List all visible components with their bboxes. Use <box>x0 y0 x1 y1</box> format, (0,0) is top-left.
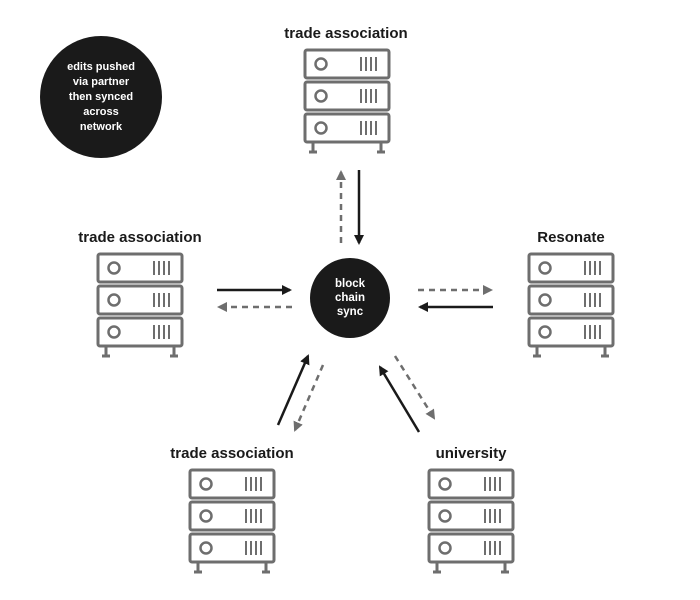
note-line-2: via partner <box>73 76 130 88</box>
node-bottom-left-label: trade association <box>170 445 293 462</box>
note-line-5: network <box>80 121 123 133</box>
node-left-label: trade association <box>78 229 201 246</box>
node-right-label: Resonate <box>537 229 605 246</box>
server-icon <box>427 468 515 574</box>
hub-line-2: chain <box>335 292 365 304</box>
node-top: trade association <box>284 25 408 154</box>
note-bubble: edits pushed via partner then synced acr… <box>40 36 162 158</box>
arrow-bottom-left-to-hub <box>276 354 310 426</box>
node-left: trade association <box>78 229 202 358</box>
hub-line-3: sync <box>337 306 364 318</box>
node-right: Resonate <box>527 229 615 358</box>
server-icon <box>303 48 391 154</box>
hub-line-1: block <box>335 278 366 290</box>
node-bottom-left: trade association <box>170 445 294 574</box>
node-bottom-right: university <box>427 445 515 574</box>
blockchain-sync-hub: block chain sync <box>310 258 390 338</box>
note-line-3: then synced <box>69 91 133 103</box>
node-top-label: trade association <box>284 25 407 42</box>
note-line-1: edits pushed <box>67 61 135 73</box>
arrow-hub-to-bottom-right <box>393 355 436 420</box>
server-icon <box>96 252 184 358</box>
arrow-bottom-right-to-hub <box>378 365 421 433</box>
note-line-4: across <box>83 106 118 118</box>
server-icon <box>527 252 615 358</box>
arrow-hub-to-bottom-left <box>293 364 325 432</box>
server-icon <box>188 468 276 574</box>
node-bottom-right-label: university <box>436 445 508 462</box>
